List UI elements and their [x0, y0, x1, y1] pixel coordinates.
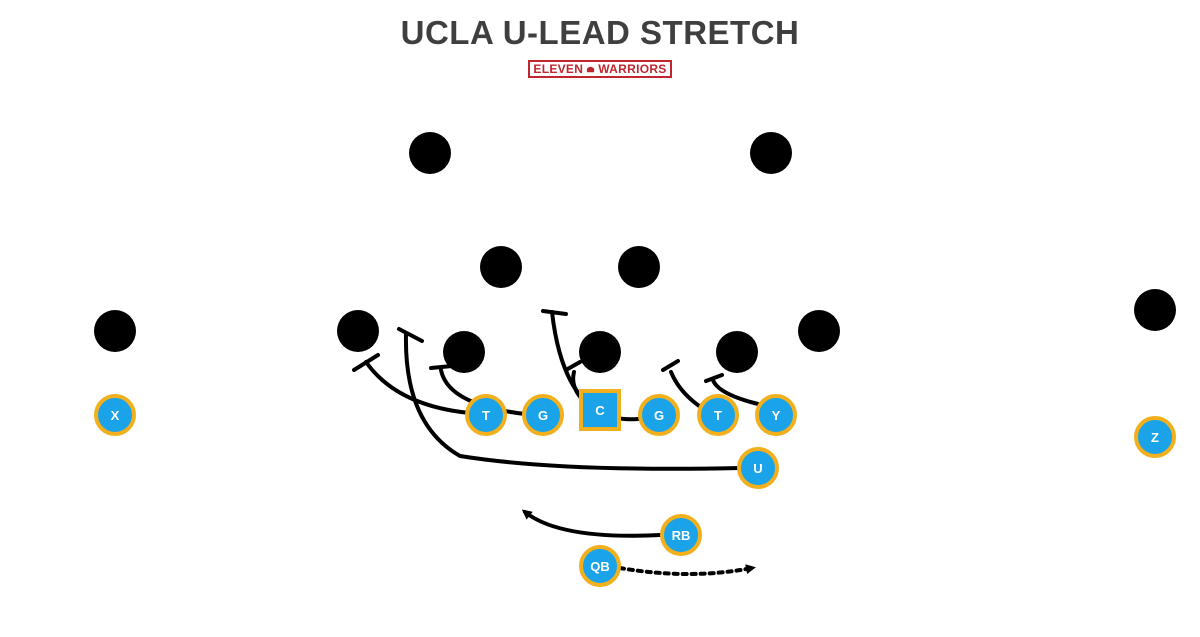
block-rt: [711, 378, 760, 406]
defender-corner-left: [94, 310, 136, 352]
player-x: X: [94, 394, 136, 436]
player-u: U: [737, 447, 779, 489]
player-rt: T: [697, 394, 739, 436]
player-lg: G: [522, 394, 564, 436]
block-c-bar: [541, 309, 568, 316]
defender-safety-right: [750, 132, 792, 174]
block-rg-combo-bar: [564, 360, 582, 372]
player-qb: QB: [579, 545, 621, 587]
player-rt-label: T: [714, 408, 722, 423]
player-qb-label: QB: [590, 559, 610, 574]
brand-left: ELEVEN: [533, 62, 584, 76]
player-z-label: Z: [1151, 430, 1159, 445]
player-rb: RB: [660, 514, 702, 556]
player-lt: T: [465, 394, 507, 436]
block-lg: [439, 368, 527, 416]
defender-corner-right: [1134, 289, 1176, 331]
player-c-label: C: [595, 403, 605, 418]
defender-end-left: [337, 310, 379, 352]
player-x-label: X: [111, 408, 120, 423]
route-qb: [618, 564, 756, 576]
defender-linebacker-left: [480, 246, 522, 288]
route-u-lead: [403, 332, 742, 471]
player-u-label: U: [753, 461, 762, 476]
player-z: Z: [1134, 416, 1176, 458]
block-rt-bar: [704, 373, 724, 383]
player-y: Y: [755, 394, 797, 436]
defender-tackle-right: [716, 331, 758, 373]
route-rb: [521, 509, 662, 538]
player-c: C: [579, 389, 621, 431]
player-lt-label: T: [482, 408, 490, 423]
eleven-warriors-logo: ELEVEN WARRIORS: [528, 60, 672, 78]
offense: X T G C G T Y U: [94, 389, 1176, 587]
brand-right: WARRIORS: [598, 62, 667, 76]
defender-tackle-left: [443, 331, 485, 373]
helmet-icon: [587, 66, 595, 72]
player-rb-label: RB: [672, 528, 691, 543]
defender-end-right: [798, 310, 840, 352]
player-rg: G: [638, 394, 680, 436]
defender-safety-left: [409, 132, 451, 174]
block-lt-bar: [352, 353, 380, 372]
defender-nose: [579, 331, 621, 373]
route-u-bar: [397, 327, 424, 343]
defender-linebacker-right: [618, 246, 660, 288]
play-title: UCLA U-LEAD STRETCH: [400, 14, 800, 51]
player-y-label: Y: [772, 408, 781, 423]
block-lg-bar: [429, 364, 454, 370]
defense: [94, 132, 1176, 373]
player-rg-label: G: [654, 408, 664, 423]
block-rg-bar: [661, 359, 680, 372]
player-lg-label: G: [538, 408, 548, 423]
